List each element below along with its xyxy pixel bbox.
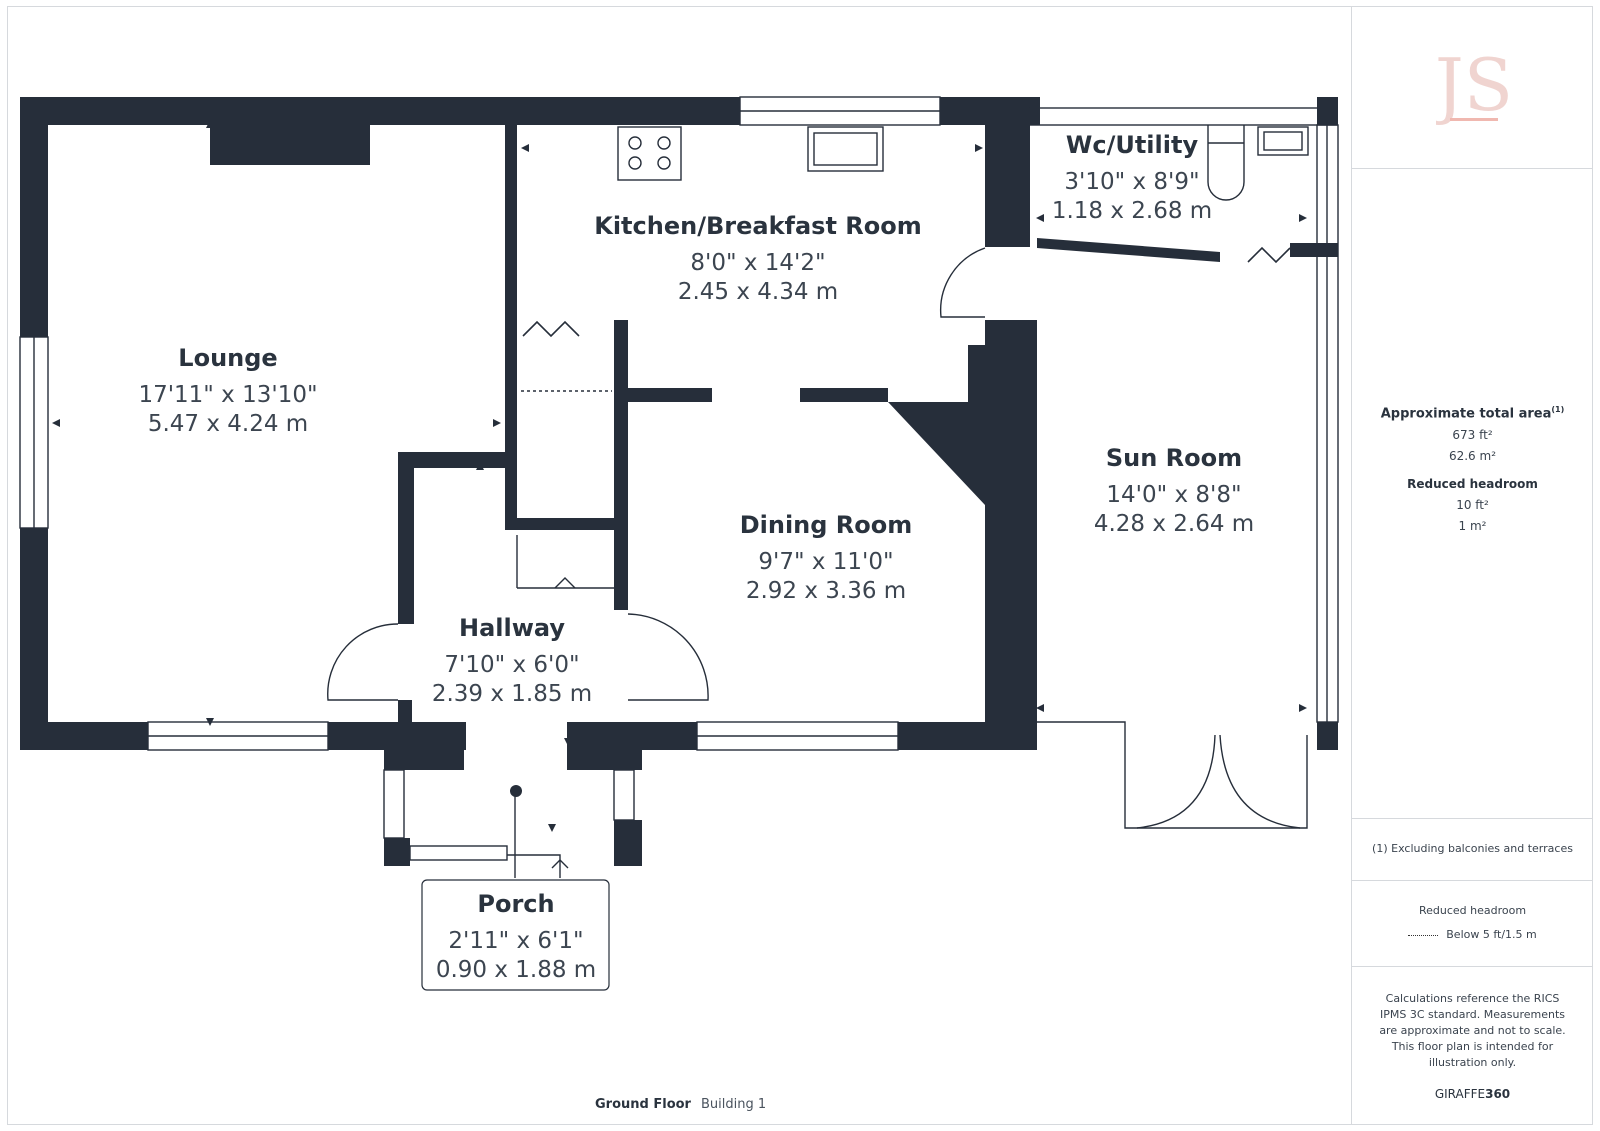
disclaimer: Calculations reference the RICS IPMS 3C … [1379,992,1566,1069]
floor-label: Ground Floor [595,1097,691,1112]
floor-footer: Ground Floor Building 1 [595,1097,766,1112]
porch-metric: 0.90 x 1.88 m [436,957,596,983]
total-area-label: Approximate total area [1380,406,1552,422]
kitchen-name: Kitchen/Breakfast Room [594,212,922,240]
sink-icon [807,126,884,172]
dining-imperial: 9'7" x 11'0" [758,549,893,575]
wc-name: Wc/Utility [1066,131,1199,159]
js-logo: JS [1436,43,1512,126]
hallway-name: Hallway [459,614,565,642]
building-label: Building 1 [700,1097,767,1112]
wc-imperial: 3'10" x 8'9" [1064,169,1199,195]
footnote: (1) Excluding balconies and terraces [1372,842,1573,855]
porch-name: Porch [477,890,554,918]
sun-metric: 4.28 x 2.64 m [1094,511,1254,537]
lounge-metric: 5.47 x 4.24 m [148,411,308,437]
hob-icon [617,126,682,181]
walls [20,97,1338,866]
kitchen-imperial: 8'0" x 14'2" [690,250,825,276]
reduced-headroom-label: Reduced headroom [1407,477,1538,492]
brand-mark: GIRAFFE360 [1352,1087,1593,1101]
entry-marker [510,785,522,797]
total-area-note-mark: (1) [1551,405,1565,414]
total-area-m: 62.6 m² [1448,449,1497,464]
dining-name: Dining Room [740,511,913,539]
lounge-imperial: 17'11" x 13'10" [138,382,317,408]
brand-name: GIRAFFE [1434,1087,1486,1101]
brand-number: 360 [1485,1087,1511,1101]
basin-icon [1257,126,1309,156]
hallway-metric: 2.39 x 1.85 m [432,681,592,707]
legend-title: Reduced headroom [1418,904,1527,917]
dotted-line-icon [1408,934,1439,936]
legend-item: Below 5 ft/1.5 m [1446,928,1537,941]
kitchen-metric: 2.45 x 4.34 m [678,279,838,305]
dimension-arrows [52,120,1307,832]
reduced-headroom-ft: 10 ft² [1456,498,1489,513]
porch-imperial: 2'11" x 6'1" [448,928,583,954]
toilet-icon [1207,125,1245,201]
svg-text:JS: JS [1436,43,1512,126]
reduced-headroom-m: 1 m² [1458,519,1487,534]
dining-metric: 2.92 x 3.36 m [746,578,906,604]
lounge-name: Lounge [178,344,277,372]
porch-label-box [421,879,610,991]
footnote-section: (1) Excluding balconies and terraces [1352,818,1593,881]
disclaimer-section: Calculations reference the RICS IPMS 3C … [1352,966,1593,1126]
area-section: Approximate total area(1) 673 ft² 62.6 m… [1352,168,1593,819]
legend-section: Reduced headroom Below 5 ft/1.5 m [1352,880,1593,967]
drawing-frame [7,6,1593,1125]
total-area-ft: 673 ft² [1452,428,1493,443]
sun-name: Sun Room [1106,444,1242,472]
info-panel: JS Approximate total area(1) 673 ft² 62.… [1351,6,1593,1125]
wc-metric: 1.18 x 2.68 m [1052,198,1212,224]
sun-imperial: 14'0" x 8'8" [1106,482,1241,508]
hallway-imperial: 7'10" x 6'0" [444,652,579,678]
windows-doors [19,96,1339,878]
fixtures [617,125,1309,201]
